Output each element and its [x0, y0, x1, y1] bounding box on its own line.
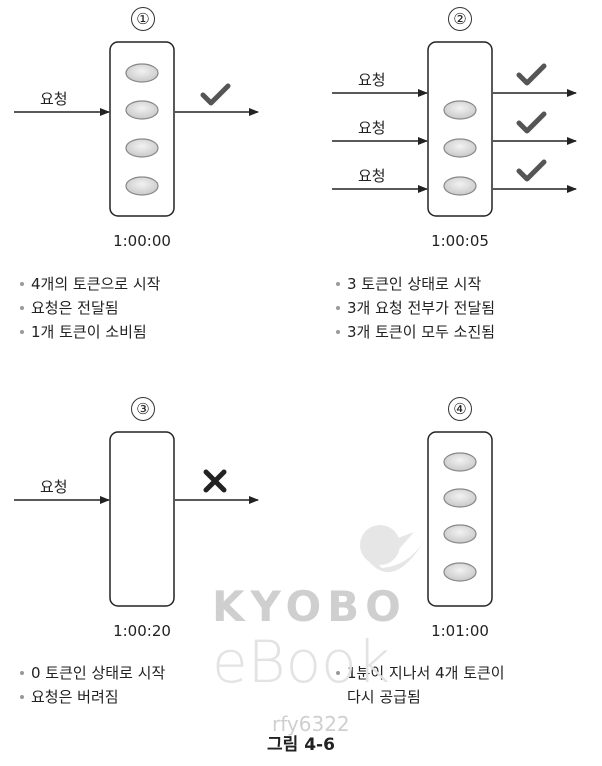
panel-3-notes: 0 토큰인 상태로 시작 요청은 버려짐 — [20, 661, 165, 709]
bucket — [109, 41, 175, 217]
cross-icon — [203, 469, 227, 493]
note-item: 요청은 전달됨 — [20, 296, 160, 320]
panel-1-number: ① — [131, 7, 155, 31]
note-item: 3개 요청 전부가 전달됨 — [336, 296, 495, 320]
token — [443, 488, 477, 508]
note-item: 1분이 지나서 4개 토큰이 — [336, 661, 505, 685]
token — [125, 63, 159, 83]
note-item: 3개 토큰이 모두 소진됨 — [336, 320, 495, 344]
request-label: 요청 — [40, 90, 68, 108]
token — [125, 138, 159, 158]
check-icon — [516, 63, 547, 86]
panel-3-number: ③ — [131, 397, 155, 421]
check-icon — [516, 111, 547, 134]
watermark-user: rfy6322 — [272, 712, 350, 736]
panel-3-timestamp: 1:00:20 — [113, 622, 171, 640]
note-item: 요청은 버려짐 — [20, 685, 165, 709]
token — [443, 176, 477, 196]
figure-caption: 그림 4-6 — [267, 735, 335, 755]
token — [443, 562, 477, 582]
panel-4-timestamp: 1:01:00 — [431, 622, 489, 640]
token — [443, 524, 477, 544]
panel-4-number: ④ — [448, 397, 472, 421]
token — [443, 138, 477, 158]
bucket — [427, 41, 493, 217]
bucket — [427, 431, 493, 607]
panel-2-number: ② — [448, 7, 472, 31]
panel-2-timestamp: 1:00:05 — [431, 232, 489, 250]
bucket — [109, 431, 175, 607]
note-item: 0 토큰인 상태로 시작 — [20, 661, 165, 685]
panel-3 — [14, 431, 259, 607]
watermark-product: eBook — [212, 628, 391, 696]
panel-1-notes: 4개의 토큰으로 시작 요청은 전달됨 1개 토큰이 소비됨 — [20, 272, 160, 344]
request-label: 요청 — [358, 119, 386, 137]
panel-1 — [14, 41, 259, 217]
watermark-logo-icon — [360, 525, 425, 573]
note-item: 다시 공급됨 — [347, 688, 421, 706]
token — [443, 100, 477, 120]
panel-2 — [332, 41, 577, 217]
request-label: 요청 — [358, 167, 386, 185]
request-label: 요청 — [40, 478, 68, 496]
request-label: 요청 — [358, 71, 386, 89]
note-item: 3 토큰인 상태로 시작 — [336, 272, 495, 296]
panel-1-timestamp: 1:00:00 — [113, 232, 171, 250]
token — [443, 452, 477, 472]
token — [125, 100, 159, 120]
panel-4 — [427, 431, 493, 607]
panel-2-notes: 3 토큰인 상태로 시작 3개 요청 전부가 전달됨 3개 토큰이 모두 소진됨 — [336, 272, 495, 344]
note-item: 4개의 토큰으로 시작 — [20, 272, 160, 296]
note-item: 1개 토큰이 소비됨 — [20, 320, 160, 344]
token — [125, 176, 159, 196]
watermark-brand: KYOBO — [212, 582, 407, 631]
check-icon — [200, 83, 231, 106]
panel-4-notes: 1분이 지나서 4개 토큰이 다시 공급됨 — [336, 661, 505, 709]
check-icon — [516, 159, 547, 182]
